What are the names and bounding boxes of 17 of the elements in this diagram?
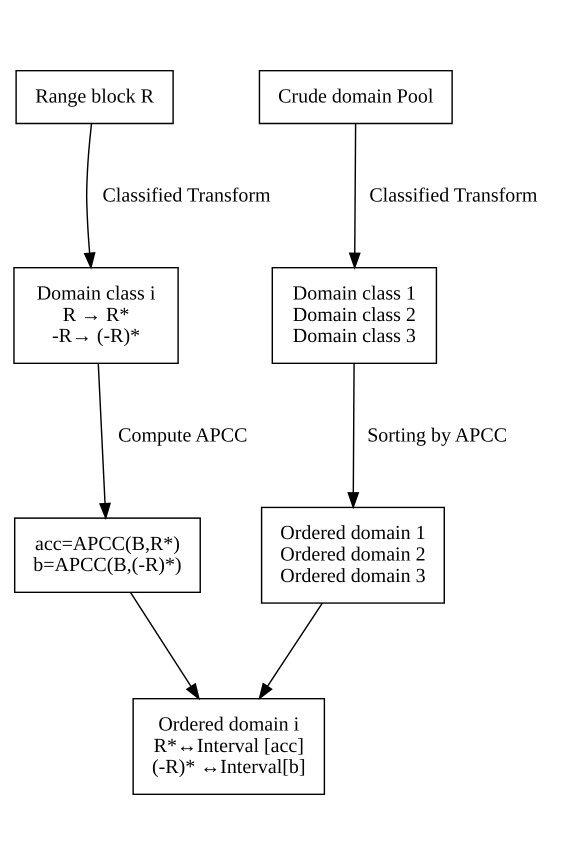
node-box: Ordered domain i R*↔Interval [acc] (-R)* ↔Interval[b] [132,698,326,795]
node-box: Ordered domain 1 Ordered domain 2 Ordered domain 3 [260,506,445,604]
node-box: Crude domain Pool [258,70,453,124]
node-box: acc=APCC(B,R*) b=APCC(B,(-R)*) [14,517,201,594]
arrow [348,124,361,270]
edge-label: Compute APCC [118,424,248,446]
node-box: Domain class 1 Domain class 2 Domain class 3 [272,266,438,364]
arrow [130,592,200,700]
node-box: Range block R [15,70,174,124]
arrow [98,364,111,520]
arrow [258,602,323,700]
node-box: Domain class i R → R* -R→ (-R)* [13,266,179,364]
arrow [347,364,360,510]
edge-label: Classified Transform [369,184,538,207]
edge-label: Classified Transform [102,184,271,207]
arrow [84,124,96,270]
edge-label: Sorting by APCC [367,424,508,446]
